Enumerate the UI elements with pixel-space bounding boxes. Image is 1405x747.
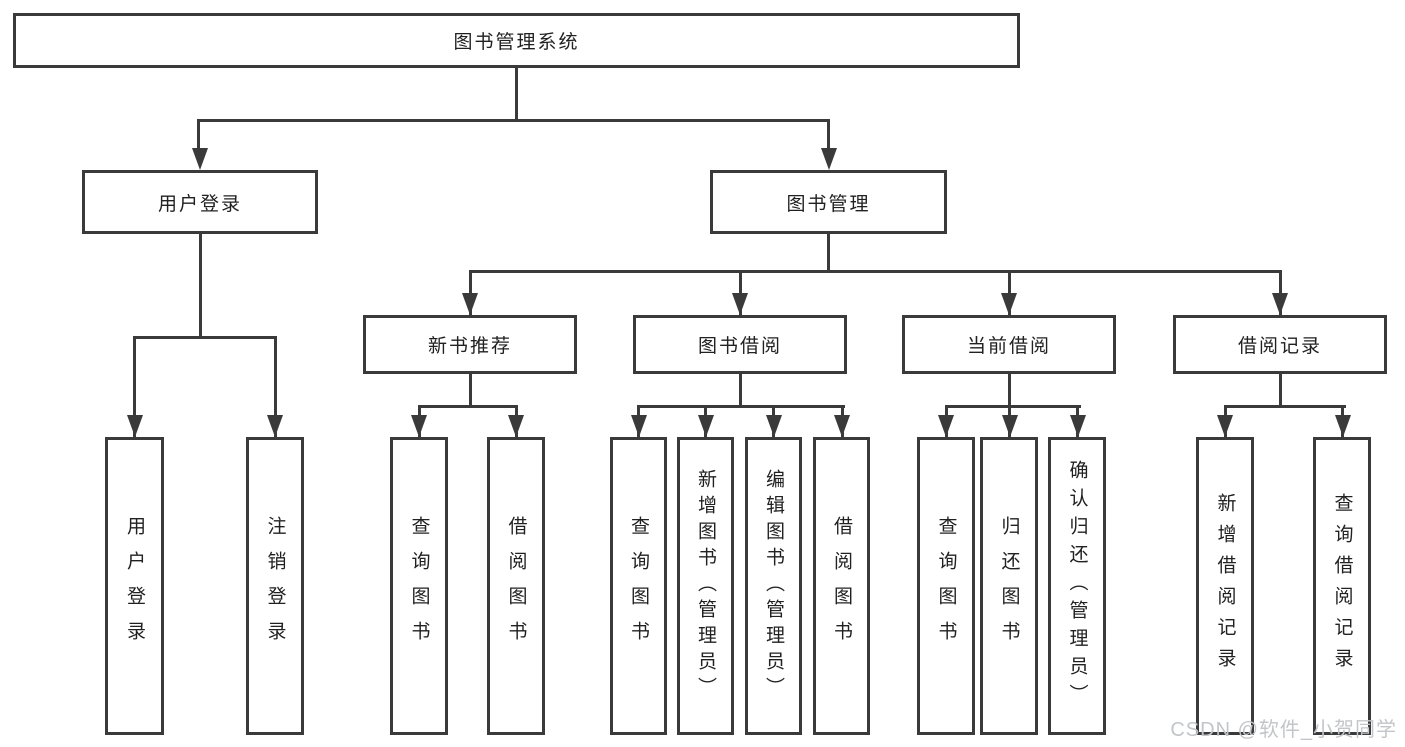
leaf-add-book-admin: 新增图书（管理员） (677, 437, 734, 735)
node-new-book-recommend: 新书推荐 (363, 315, 577, 374)
connector-arm-borrow-records (1278, 270, 1282, 315)
connector-root-split (197, 119, 830, 122)
connector-root-trunk (515, 68, 518, 122)
leaf-add-borrow-record-label: 新增借阅记录 (1214, 493, 1236, 679)
leaf-return-books: 归还图书 (980, 437, 1038, 735)
arrowhead-g4-2 (1001, 415, 1018, 437)
node-current-borrow-label: 当前借阅 (966, 336, 1051, 357)
arrowhead-g5-1 (1217, 415, 1233, 437)
node-book-management-label: 图书管理 (786, 193, 871, 215)
arrowhead-new-book (462, 293, 478, 315)
connector-arm-book-mgmt (827, 119, 830, 151)
leaf-logout: 注销登录 (246, 437, 304, 735)
connector-arm-user-login (197, 119, 200, 151)
csdn-watermark: CSDN @软件_小贺同学 (1170, 719, 1397, 741)
leaf-borrow-books: 借阅图书 (813, 437, 870, 735)
leaf-borrow-books-label: 借阅图书 (831, 516, 852, 656)
leaf-query-books-borrow-label: 查询图书 (628, 516, 649, 656)
leaf-query-books-current: 查询图书 (917, 437, 975, 735)
arrowhead-g5-2 (1334, 415, 1351, 437)
leaf-user-login: 用户登录 (105, 437, 164, 735)
arrowhead-g3-4 (834, 415, 850, 437)
node-user-login-label: 用户登录 (157, 193, 242, 215)
leaf-logout-label: 注销登录 (264, 516, 286, 656)
node-borrow-records: 借阅记录 (1173, 315, 1387, 374)
arrowhead-book-borrow (732, 293, 748, 315)
arrowhead-g2-1 (411, 415, 427, 437)
connector-borrowrecords-stub (1278, 374, 1282, 408)
arrowhead-g4-1 (938, 415, 954, 437)
arrowhead-g3-1 (630, 415, 647, 437)
connector-userlogin-split (133, 336, 276, 339)
arrowhead-g3-3 (765, 415, 782, 437)
leaf-query-borrow-record: 查询借阅记录 (1313, 437, 1371, 735)
node-book-borrow-label: 图书借阅 (697, 336, 782, 357)
leaf-confirm-return-admin: 确认归还（管理员） (1048, 437, 1106, 735)
connector-currentborrow-stub (1007, 374, 1011, 408)
connector-arm-book-borrow (738, 270, 742, 315)
arrowhead-current-borrow (1001, 293, 1017, 315)
arrowhead-g2-2 (508, 415, 524, 437)
leaf-borrow-books-recommend: 借阅图书 (487, 437, 545, 735)
connector-bookborrow-stub (738, 374, 742, 408)
node-root-label: 图书管理系统 (453, 32, 580, 53)
node-user-login: 用户登录 (82, 170, 318, 234)
node-new-book-recommend-label: 新书推荐 (427, 336, 512, 357)
leaf-add-book-admin-label: 新增图书（管理员） (695, 469, 716, 703)
leaf-query-books-current-label: 查询图书 (935, 516, 957, 656)
leaf-add-borrow-record: 新增借阅记录 (1196, 437, 1254, 735)
leaf-confirm-return-admin-label: 确认归还（管理员） (1066, 460, 1088, 712)
connector-arm-leaf-logout (273, 336, 277, 437)
connector-arm-leaf-login (133, 336, 136, 437)
leaf-query-borrow-record-label: 查询借阅记录 (1331, 493, 1353, 679)
node-book-borrow: 图书借阅 (633, 315, 847, 374)
connector-arm-current-borrow (1007, 270, 1011, 315)
leaf-edit-book-admin-label: 编辑图书（管理员） (763, 469, 784, 703)
connector-bookmgmt-stub (827, 234, 830, 273)
leaf-user-login-label: 用户登录 (124, 516, 145, 656)
leaf-edit-book-admin: 编辑图书（管理员） (745, 437, 802, 735)
leaf-query-books-recommend: 查询图书 (390, 437, 448, 735)
arrowhead-book-mgmt (820, 148, 837, 170)
connector-bookborrow-split (637, 405, 845, 408)
arrowhead-user-login (192, 148, 208, 170)
arrowhead-leaf-login (126, 415, 143, 437)
connector-currentborrow-split (944, 405, 1081, 408)
leaf-borrow-books-recommend-label: 借阅图书 (505, 516, 527, 656)
arrowhead-g4-3 (1069, 415, 1086, 437)
node-book-management: 图书管理 (710, 170, 947, 234)
connector-bookmgmt-split (468, 270, 1282, 273)
leaf-query-books-borrow: 查询图书 (610, 437, 667, 735)
node-current-borrow: 当前借阅 (902, 315, 1116, 374)
leaf-query-books-recommend-label: 查询图书 (408, 516, 430, 656)
leaf-return-books-label: 归还图书 (998, 516, 1020, 656)
node-root-system: 图书管理系统 (13, 13, 1020, 68)
arrowhead-borrow-records (1272, 293, 1288, 315)
connector-borrowrecords-split (1223, 405, 1346, 408)
connector-userlogin-stub (198, 234, 202, 337)
node-borrow-records-label: 借阅记录 (1237, 336, 1322, 357)
arrowhead-g3-2 (697, 415, 714, 437)
connector-newbook-stub (468, 374, 472, 408)
connector-arm-new-book (468, 270, 472, 315)
connector-newbook-split (417, 405, 518, 408)
arrowhead-leaf-logout (267, 415, 283, 437)
